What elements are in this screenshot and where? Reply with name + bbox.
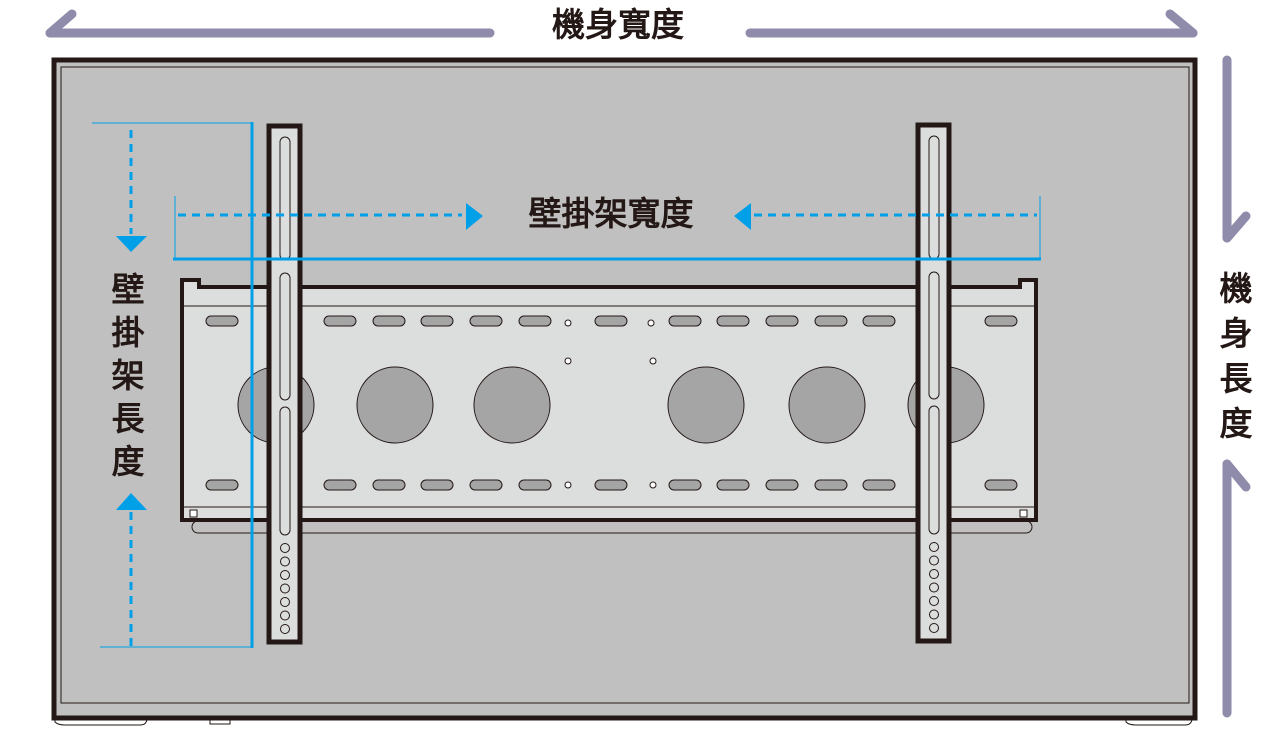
tv-width-arrow: [45, 9, 1198, 38]
tv-height-label: 機身長度: [1219, 269, 1253, 443]
vertical-rail: [915, 122, 952, 644]
mount-dimension-lines: [92, 122, 1041, 648]
mounting-slot: [984, 315, 1018, 327]
mount-width-label: 壁掛架寬度: [529, 194, 694, 233]
rail-hole: [280, 570, 290, 580]
mounting-slot: [469, 315, 503, 327]
rail-hole: [929, 582, 939, 593]
mounting-slot: [814, 315, 848, 327]
screw-hole: [564, 357, 572, 365]
rail-hole: [929, 569, 939, 579]
mounting-slot: [862, 315, 896, 327]
mounting-slot: [372, 315, 406, 327]
mounting-slot: [469, 479, 503, 491]
mounting-slot: [420, 315, 454, 327]
mounting-slot: [765, 315, 799, 327]
plate-holes: [205, 315, 1018, 491]
cutout-hole: [667, 366, 745, 444]
mounting-slot: [668, 479, 702, 491]
rail-hole: [929, 623, 939, 633]
vertical-rails: [266, 122, 952, 645]
rail-hole: [280, 610, 290, 621]
rail-hole: [929, 542, 939, 552]
mounting-slot: [323, 315, 357, 327]
screw-hole: [564, 319, 572, 327]
rail-slot: [928, 271, 940, 400]
rail-slot: [279, 136, 291, 261]
screw-hole: [649, 357, 657, 365]
tv-width-label: 機身寬度: [552, 5, 684, 44]
cutout-hole: [788, 366, 866, 444]
rail-hole: [280, 543, 290, 553]
mount-height-label: 壁掛架長度: [111, 270, 145, 481]
plate-square-right: [1019, 509, 1028, 518]
plate-bottom-rail: [191, 520, 1033, 534]
mounting-slot: [765, 479, 799, 491]
rail-hole: [929, 596, 939, 606]
plate-square-left: [189, 509, 198, 518]
cutout-hole: [473, 366, 551, 444]
mounting-slot: [420, 479, 454, 491]
mounting-slot: [323, 479, 357, 491]
dimension-arrowheads: [116, 203, 751, 510]
rail-hole: [280, 556, 290, 567]
cutout-hole: [356, 366, 434, 444]
rail-hole: [280, 597, 290, 607]
mounting-slot: [668, 315, 702, 327]
mounting-slot: [205, 479, 239, 491]
mounting-slot: [594, 479, 628, 491]
mounting-slot: [814, 479, 848, 491]
rail-slot: [928, 405, 940, 535]
screw-hole: [647, 319, 655, 327]
mounting-slot: [984, 479, 1018, 491]
rail-slot: [928, 135, 940, 260]
rail-hole: [929, 555, 939, 566]
screw-hole: [649, 481, 657, 489]
mounting-slot: [862, 479, 896, 491]
rail-hole: [280, 583, 290, 594]
rail-slot: [279, 272, 291, 401]
mounting-slot: [716, 315, 750, 327]
rail-hole: [929, 609, 939, 620]
screw-hole: [564, 481, 572, 489]
mounting-slot: [372, 479, 406, 491]
mounting-slot: [716, 479, 750, 491]
mount-plate: [180, 278, 1038, 522]
mounting-slot: [205, 315, 239, 327]
mounting-slot: [518, 315, 552, 327]
rail-hole: [280, 624, 290, 634]
mounting-slot: [594, 315, 628, 327]
vertical-rail: [266, 123, 303, 645]
tv-bezel-inner: [60, 66, 1190, 704]
rail-slot: [279, 406, 291, 536]
mounting-slot: [518, 479, 552, 491]
tv-height-arrow: [1222, 55, 1251, 718]
